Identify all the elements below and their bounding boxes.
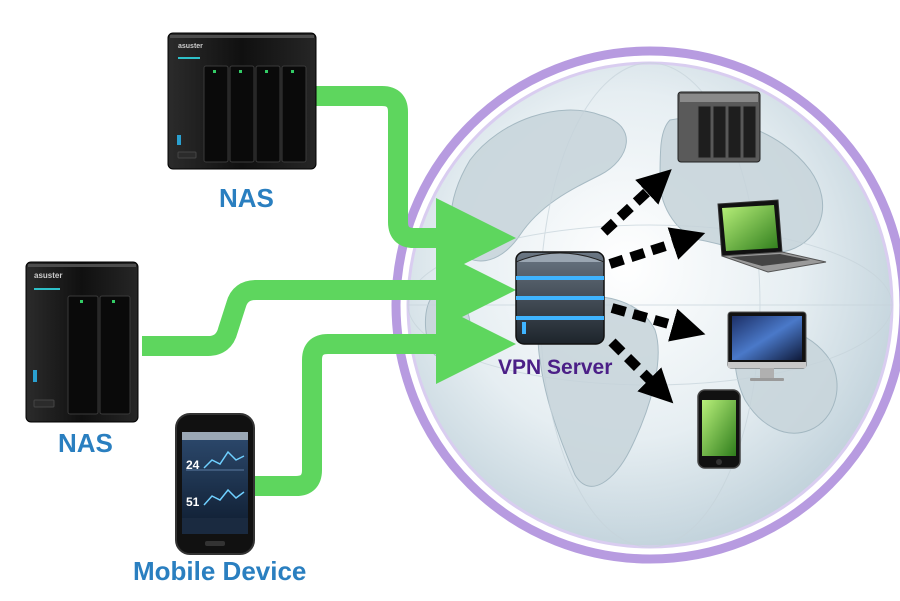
globe [391,46,900,564]
nas-top-label: NAS [219,183,274,213]
arrow-vpn-to-laptop [608,227,706,269]
server-icon [515,251,605,345]
nas-small-icon [677,91,761,163]
vpn-server-label: VPN Server [498,356,613,379]
green-connection-arrows [142,86,516,496]
svg-text:asuster: asuster [34,271,62,280]
phone-value-1: 24 [186,458,200,472]
svg-text:asuster: asuster [178,43,203,50]
mobile-device-label: Mobile Device [133,556,307,586]
imac-icon [727,311,807,381]
iphone-icon [697,389,741,469]
nas-2bay-icon: asuster [25,261,139,423]
nas-left-label: NAS [58,428,113,458]
arrow-vpn-to-imac [610,303,706,342]
dotted-vpn-arrows [600,169,706,404]
laptop-icon [717,199,827,273]
nas-4bay-icon: asuster [167,32,317,170]
arrow-mobile-to-vpn [252,304,516,496]
arrow-nas-top-to-vpn [316,86,516,278]
arrow-vpn-to-nas [600,169,672,236]
phone-value-2: 51 [186,495,200,509]
smartphone-icon: 24 51 [175,413,255,555]
arrow-vpn-to-iphone [608,338,674,404]
arrow-nas-left-to-vpn [142,250,516,356]
